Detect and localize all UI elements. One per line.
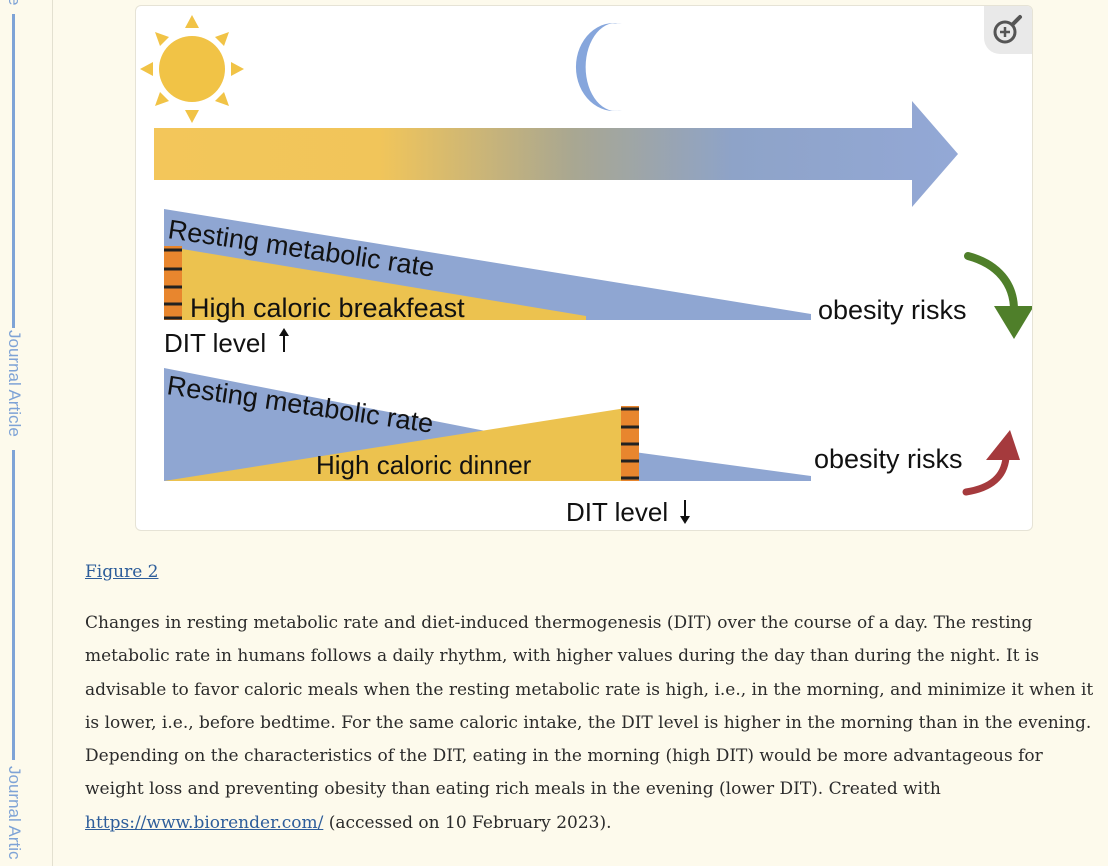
arrow-down-green-icon bbox=[964, 252, 1032, 339]
dit-down-label: DIT level bbox=[566, 497, 690, 527]
time-arrow bbox=[154, 101, 958, 207]
dit-up-label: DIT level bbox=[164, 328, 289, 358]
figure-image[interactable]: Resting metabolic rate High caloric brea… bbox=[135, 5, 1033, 531]
obesity-risks-label-1: obesity risks bbox=[818, 295, 967, 325]
svg-text:DIT level: DIT level bbox=[164, 328, 266, 358]
dinner-label: High caloric dinner bbox=[316, 450, 532, 480]
figure-caption: Changes in resting metabolic rate and di… bbox=[85, 607, 1095, 840]
evening-panel: Resting metabolic rate High caloric dinn… bbox=[164, 368, 1020, 527]
svg-text:DIT level: DIT level bbox=[566, 497, 668, 527]
biorender-link[interactable]: https://www.biorender.com/ bbox=[85, 812, 324, 833]
zoom-in-button[interactable] bbox=[984, 6, 1032, 54]
arrow-up-red-icon bbox=[962, 430, 1020, 496]
rail-line bbox=[12, 450, 15, 760]
sun-icon bbox=[140, 15, 244, 123]
rail-label-journal-article-2[interactable]: Journal Artic bbox=[5, 766, 24, 860]
left-rail: e Journal Article Journal Artic bbox=[0, 0, 53, 866]
breakfast-label: High caloric breakfeast bbox=[190, 293, 465, 323]
zoom-in-icon bbox=[993, 15, 1022, 44]
obesity-risks-label-2: obesity risks bbox=[814, 444, 963, 474]
moon-icon bbox=[575, 23, 622, 112]
figure-2-link[interactable]: Figure 2 bbox=[85, 562, 159, 582]
rail-line bbox=[12, 14, 15, 328]
rail-label-top[interactable]: e bbox=[5, 0, 24, 6]
rail-label-journal-article[interactable]: Journal Article bbox=[5, 330, 24, 437]
morning-panel: Resting metabolic rate High caloric brea… bbox=[164, 209, 1032, 358]
figure-diagram: Resting metabolic rate High caloric brea… bbox=[140, 15, 1032, 527]
caption-suffix: (accessed on 10 February 2023). bbox=[323, 812, 612, 833]
caption-text: Changes in resting metabolic rate and di… bbox=[85, 613, 1094, 800]
